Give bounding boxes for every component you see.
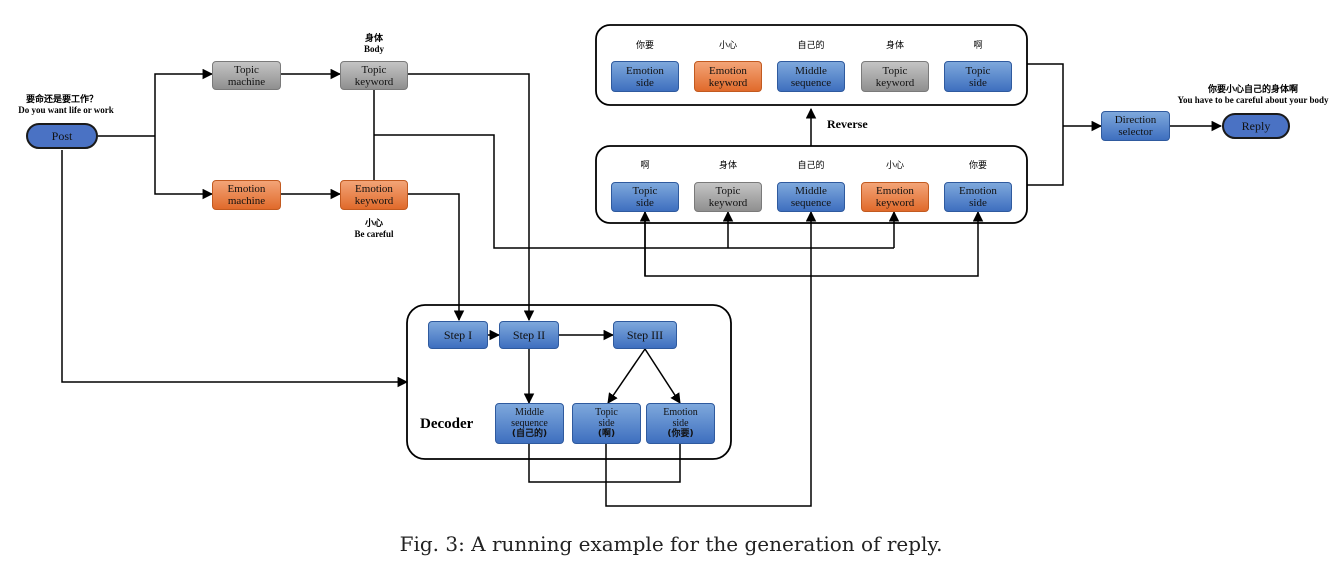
wire-step3-emotion-side [644, 348, 681, 404]
forward-label-3: 小心 [885, 161, 905, 171]
reverse-label-2: 自己的 [797, 41, 825, 51]
wire-keywords-forward [374, 134, 894, 249]
reverse-box-1: Emotion keyword [694, 61, 762, 92]
reverse-title: Reverse [827, 117, 868, 131]
wire-post-decoder [61, 150, 409, 388]
forward-box-4: Emotion side [944, 182, 1012, 212]
emotion-keyword-cn: 小心 [364, 219, 384, 229]
topic-keyword-en: Body [363, 44, 385, 54]
wire-emotion-keyword-step1 [408, 193, 465, 322]
wire-to-emotion-machine [154, 136, 214, 200]
decoder-step3: Step III [613, 321, 677, 349]
post-question-en: Do you want life or work [18, 105, 114, 115]
forward-label-2: 自己的 [797, 161, 825, 171]
wire-reverse-selector [1027, 63, 1064, 126]
wire-topic-keyword-step2 [408, 73, 535, 322]
decoder-step2: Step II [499, 321, 559, 349]
reverse-label-0: 你要 [635, 41, 655, 51]
topic-keyword-node: Topic keyword [340, 61, 408, 90]
decoder-emotion-label: Emotion side [663, 407, 698, 429]
post-node: Post [26, 123, 98, 149]
decoder-topic-cn: (啊) [597, 429, 616, 439]
wire-step3-topic-side [607, 348, 646, 404]
decoder-middle-sequence: Middle sequence (自己的) [495, 403, 564, 444]
wire-forward-selector [1027, 126, 1064, 186]
reverse-box-0: Emotion side [611, 61, 679, 92]
decoder-step1: Step I [428, 321, 488, 349]
reverse-label-1: 小心 [718, 41, 738, 51]
forward-box-0: Topic side [611, 182, 679, 212]
emotion-keyword-en: Be careful [354, 229, 394, 239]
reply-cn: 你要小心自己的身体啊 [1207, 85, 1299, 95]
reply-en: You have to be careful about your body [1177, 95, 1329, 105]
reverse-sequence-container [595, 24, 1028, 106]
reverse-box-3: Topic keyword [861, 61, 929, 92]
forward-label-0: 啊 [640, 161, 650, 171]
forward-box-1: Topic keyword [694, 182, 762, 212]
forward-label-4: 你要 [968, 161, 988, 171]
reverse-label-3: 身体 [885, 41, 905, 51]
reverse-box-4: Topic side [944, 61, 1012, 92]
wire-topic-side-out [605, 210, 817, 507]
reply-node: Reply [1222, 113, 1290, 139]
topic-machine-node: Topic machine [212, 61, 281, 90]
decoder-middle-cn: (自己的) [511, 429, 548, 439]
decoder-middle-label: Middle sequence [511, 407, 548, 429]
decoder-emotion-cn: (你要) [667, 429, 694, 439]
forward-box-3: Emotion keyword [861, 182, 929, 212]
decoder-topic-label: Topic side [595, 407, 618, 429]
forward-box-2: Middle sequence [777, 182, 845, 212]
wire-to-topic-machine [154, 68, 214, 136]
decoder-emotion-side: Emotion side (你要) [646, 403, 715, 444]
wire-middle-emotion-loop [528, 444, 681, 483]
direction-selector-node: Direction selector [1101, 111, 1170, 141]
forward-label-1: 身体 [718, 161, 738, 171]
decoder-title: Decoder [420, 416, 474, 432]
reverse-label-4: 啊 [973, 41, 983, 51]
emotion-keyword-node: Emotion keyword [340, 180, 408, 210]
decoder-topic-side: Topic side (啊) [572, 403, 641, 444]
topic-keyword-cn: 身体 [364, 34, 384, 44]
reverse-box-2: Middle sequence [777, 61, 845, 92]
figure-caption: Fig. 3: A running example for the genera… [399, 532, 943, 556]
emotion-machine-node: Emotion machine [212, 180, 281, 210]
post-question-cn: 要命还是要工作？ [25, 95, 99, 105]
